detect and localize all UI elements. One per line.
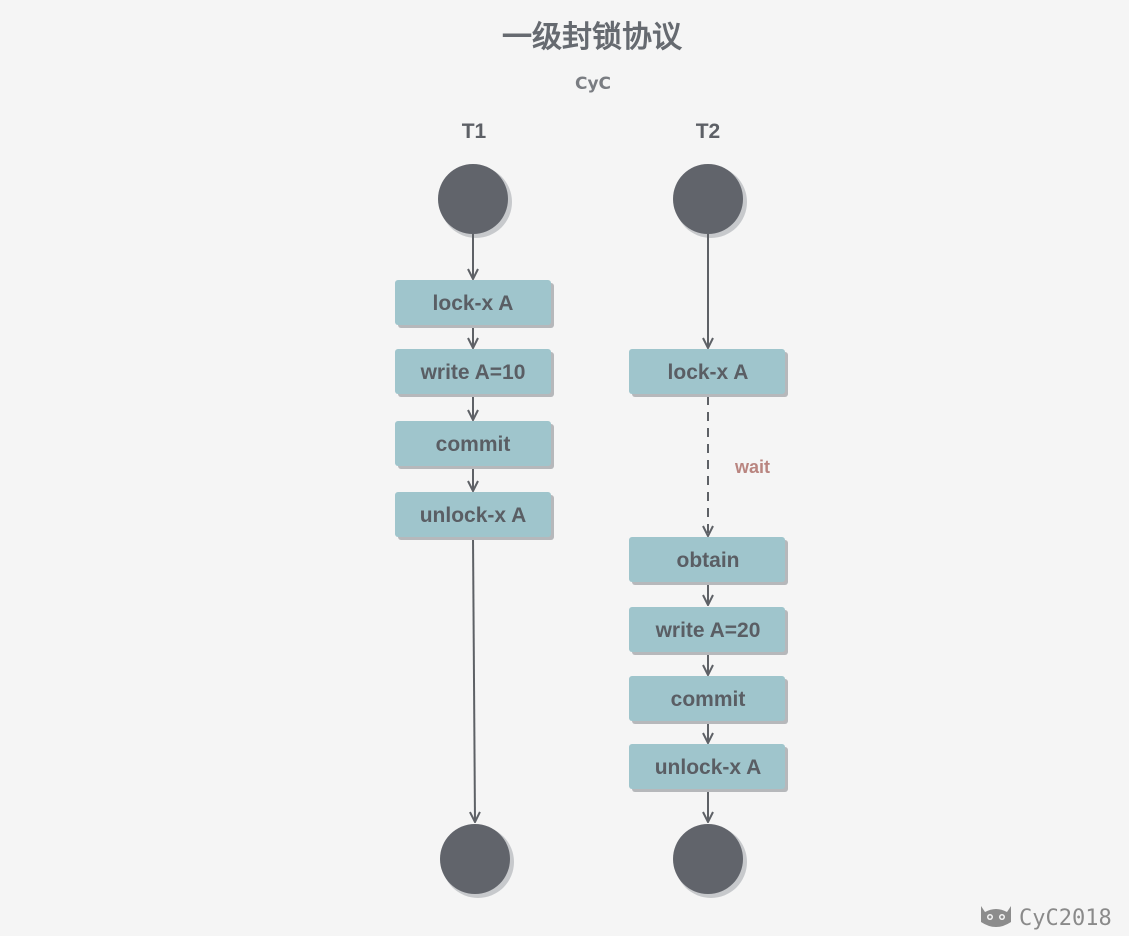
step-label: unlock-x A [655, 756, 762, 779]
lane-label-t1: T1 [462, 120, 487, 143]
lane-label-t2: T2 [696, 120, 721, 143]
step-label: write A=20 [655, 619, 761, 642]
step-node: unlock-x A [629, 744, 788, 792]
step-node: write A=20 [629, 607, 788, 655]
step-label: lock-x A [433, 292, 514, 315]
step-node: write A=10 [395, 349, 554, 397]
end-node-t2 [673, 824, 743, 894]
step-node: unlock-x A [395, 492, 554, 540]
watermark-text: CyC2018 [1019, 906, 1112, 931]
step-label: write A=10 [420, 361, 526, 384]
start-node-t2 [673, 164, 743, 234]
diagram-title: 一级封锁协议 [502, 20, 683, 55]
wait-label: wait [734, 457, 770, 477]
start-node-t1 [438, 164, 508, 234]
step-node: lock-x A [395, 280, 554, 328]
step-node: obtain [629, 537, 788, 585]
lane-t2: wait lock-x A obtain write A=20 commit u… [629, 164, 788, 898]
cat-logo-icon [981, 906, 1011, 927]
step-node: commit [629, 676, 788, 724]
step-node: commit [395, 421, 554, 469]
diagram-subtitle: CyC [575, 74, 611, 94]
step-label: lock-x A [668, 361, 749, 384]
watermark: CyC2018 [981, 906, 1112, 931]
step-label: commit [436, 433, 511, 456]
step-label: obtain [677, 549, 740, 572]
step-label: commit [671, 688, 746, 711]
end-node-t1 [440, 824, 510, 894]
step-label: unlock-x A [420, 504, 527, 527]
lane-t1: lock-x A write A=10 commit unlock-x A [395, 164, 554, 898]
step-node: lock-x A [629, 349, 788, 397]
